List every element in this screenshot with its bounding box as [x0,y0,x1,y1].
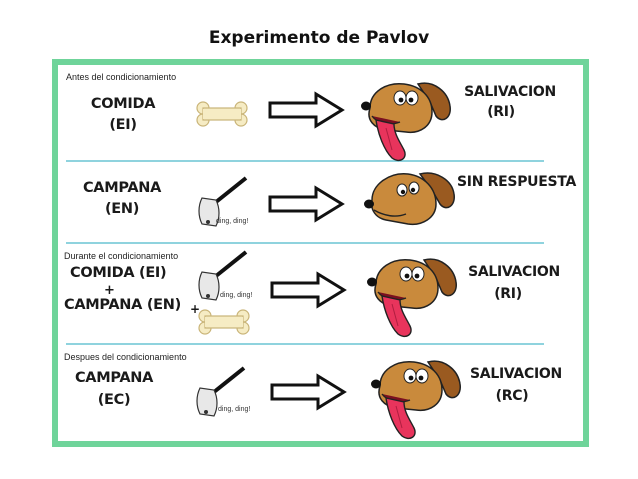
arrow-right-icon [268,91,345,129]
stimulus-label: CAMPANA (EN) [64,297,181,313]
stimulus-label: COMIDA (EI) [70,265,167,281]
response-label: SIN RESPUESTA [457,174,576,190]
section-label-during: Durante el condicionamiento [64,251,179,261]
response-tag: (RC) [495,388,529,404]
response-tag: (RI) [494,286,522,302]
bell-icon [198,176,248,227]
bell-icon [198,250,248,301]
arrow-right-icon [270,373,347,411]
ding-text: ding, ding! [220,292,253,299]
row-separator [66,343,544,345]
stimulus-label: CAMPANA [74,370,154,386]
stimulus-label: CAMPANA [82,180,162,196]
stimulus-tag: (EI) [109,117,137,133]
row-separator [66,160,544,162]
response-label: SALIVACION [464,84,556,100]
stimulus-tag: (EC) [97,392,131,408]
ding-text: ding, ding! [216,218,249,225]
plus-sign: + [104,283,115,298]
dog-salivating-icon [367,258,457,338]
response-tag: (RI) [487,104,515,120]
response-label: SALIVACION [470,366,562,382]
ding-text: ding, ding! [218,406,251,413]
bone-icon [198,309,250,335]
response-label: SALIVACION [468,264,560,280]
stimulus-tag: (EN) [104,201,140,217]
bell-icon [196,366,246,417]
plus-sign: + [190,302,201,316]
section-label-after: Despues del condicionamiento [64,352,187,362]
dog-salivating-icon [371,360,461,440]
stimulus-label: COMIDA [90,96,156,112]
dog-salivating-icon [361,82,451,162]
dog-neutral-icon [364,172,455,226]
arrow-right-icon [268,185,345,223]
page-title: Experimento de Pavlov [208,28,430,48]
arrow-right-icon [270,271,347,309]
row-separator [66,242,544,244]
section-label-before: Antes del condicionamiento [66,72,177,82]
bone-icon [196,101,248,127]
